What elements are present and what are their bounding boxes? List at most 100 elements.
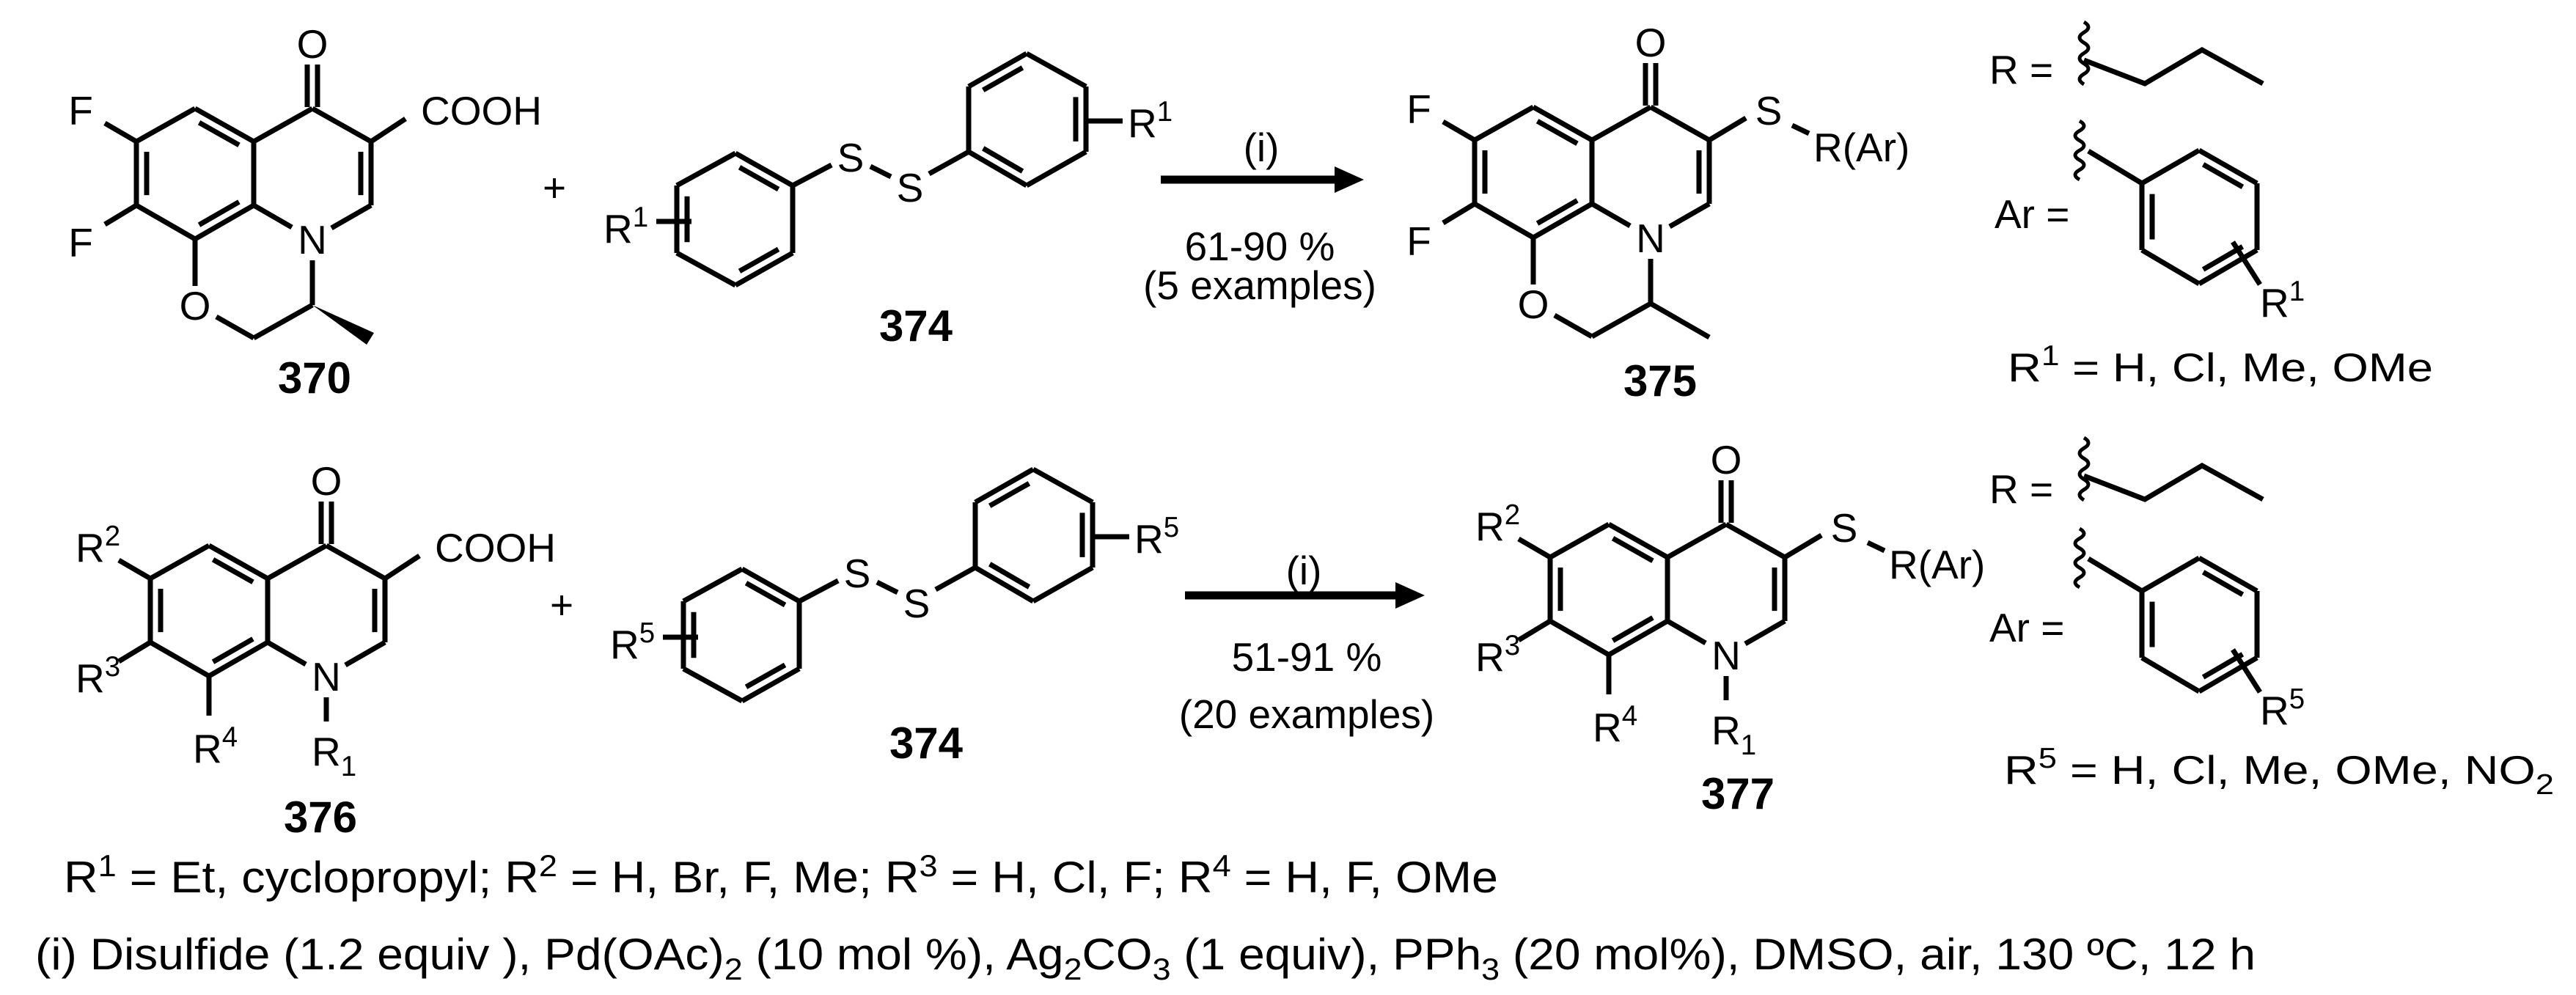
aryl-substituent: R1 [1128,96,1173,146]
bond [791,162,833,188]
bond [2198,247,2258,287]
text-segment: R(Ar) [1889,542,1985,587]
ring-oxygen: O [180,283,211,328]
propyl-chain [2083,462,2264,502]
text-segment: R [2260,688,2289,733]
sulfur: S [897,165,924,210]
wavy-bond-icon [2073,526,2086,590]
bond [117,557,152,581]
wavy-bond-icon [2077,20,2091,87]
bond [741,666,801,704]
subscript: 2 [724,952,743,986]
bond [1590,201,1632,229]
bond [734,150,794,188]
double-bond-inner [744,662,787,689]
superscript: 4 [1622,700,1637,732]
bond [934,565,977,592]
double-bond-inner [981,65,1024,92]
bond [370,117,407,144]
bond [1866,540,1886,554]
bond [675,250,737,288]
bond [798,578,840,604]
text-segment: F [1406,87,1431,132]
double-bond-inner [744,581,787,608]
text-segment: R [1134,516,1164,562]
bond [266,543,328,581]
subscript: 3 [1153,952,1171,986]
bond [1783,532,1823,560]
text-segment: = Et, cyclopropyl; R [117,853,539,902]
double-bond-inner [211,636,254,664]
text-segment: COOH [435,525,556,570]
bond [1473,201,1535,241]
text-segment: = H, Br, F, Me; R [557,853,919,902]
nitrogen: N [1711,633,1741,678]
carbonyl-oxygen: O [297,21,329,67]
bond [208,543,269,581]
r-definition-label: R = [1989,466,2053,512]
bond [974,565,1035,604]
bond [2198,655,2258,694]
carboxylic-acid: COOH [421,88,542,133]
double-bond-inner [2201,570,2245,597]
subscript: 2 [2536,769,2554,801]
substituent-r2: R2 [1475,499,1520,549]
bond [1442,202,1476,225]
bond [1517,619,1552,642]
aryl-substituent: R1 [603,202,648,251]
text-segment: S [844,551,871,596]
double-bond-inner [211,557,254,584]
bond [734,250,794,288]
fluorine: F [1406,219,1431,264]
bond [103,203,138,227]
bond [2140,655,2201,694]
double-bond-inner [1535,198,1579,226]
superscript: 3 [1505,630,1520,661]
superscript: 3 [919,848,937,883]
aryl-substituent: R5 [610,617,655,667]
text-segment: N [298,217,327,262]
bond [1666,618,1707,646]
text-segment: N [312,654,341,700]
bond [2140,247,2201,287]
bond [117,640,152,664]
bond [215,314,255,341]
superscript: 2 [1505,499,1520,531]
bond [2140,555,2201,594]
superscript: 5 [639,617,655,649]
ar-definition-label: Ar = [1989,605,2064,650]
bond [135,202,197,242]
ring-oxygen: O [1518,282,1549,327]
text-segment: (20 mol%), DMSO, air, 130 ºC, 12 h [1500,930,2256,979]
carbonyl-oxygen: O [1711,437,1742,482]
bond [1532,201,1593,241]
bond [869,164,892,180]
text-segment: CO [1082,930,1153,979]
examples-label: (20 examples) [1179,691,1434,737]
bond [1725,521,1786,560]
text-segment: = H, F, OMe [1231,853,1498,902]
bond [208,639,269,679]
double-bond-inner [988,562,1031,590]
double-bond-inner [981,146,1024,174]
superscript: 5 [2039,743,2057,774]
examples-label: (5 examples) [1143,262,1376,308]
bond [928,149,970,177]
sulfur: S [844,551,871,596]
bond [675,150,737,188]
reagent-label: (i) [1286,548,1322,593]
bond [194,202,255,242]
bond [1032,565,1094,604]
bond [2087,557,2143,593]
bond [2198,147,2258,186]
wedge-bond [312,305,374,345]
bond [1532,104,1593,143]
carboxylic-acid: COOH [435,525,556,570]
superscript: 4 [1213,848,1231,883]
double-bond-inner [1611,615,1654,643]
thioether-substituent: R(Ar) [1889,542,1985,587]
bond [1025,51,1087,89]
bond [1744,618,1786,647]
